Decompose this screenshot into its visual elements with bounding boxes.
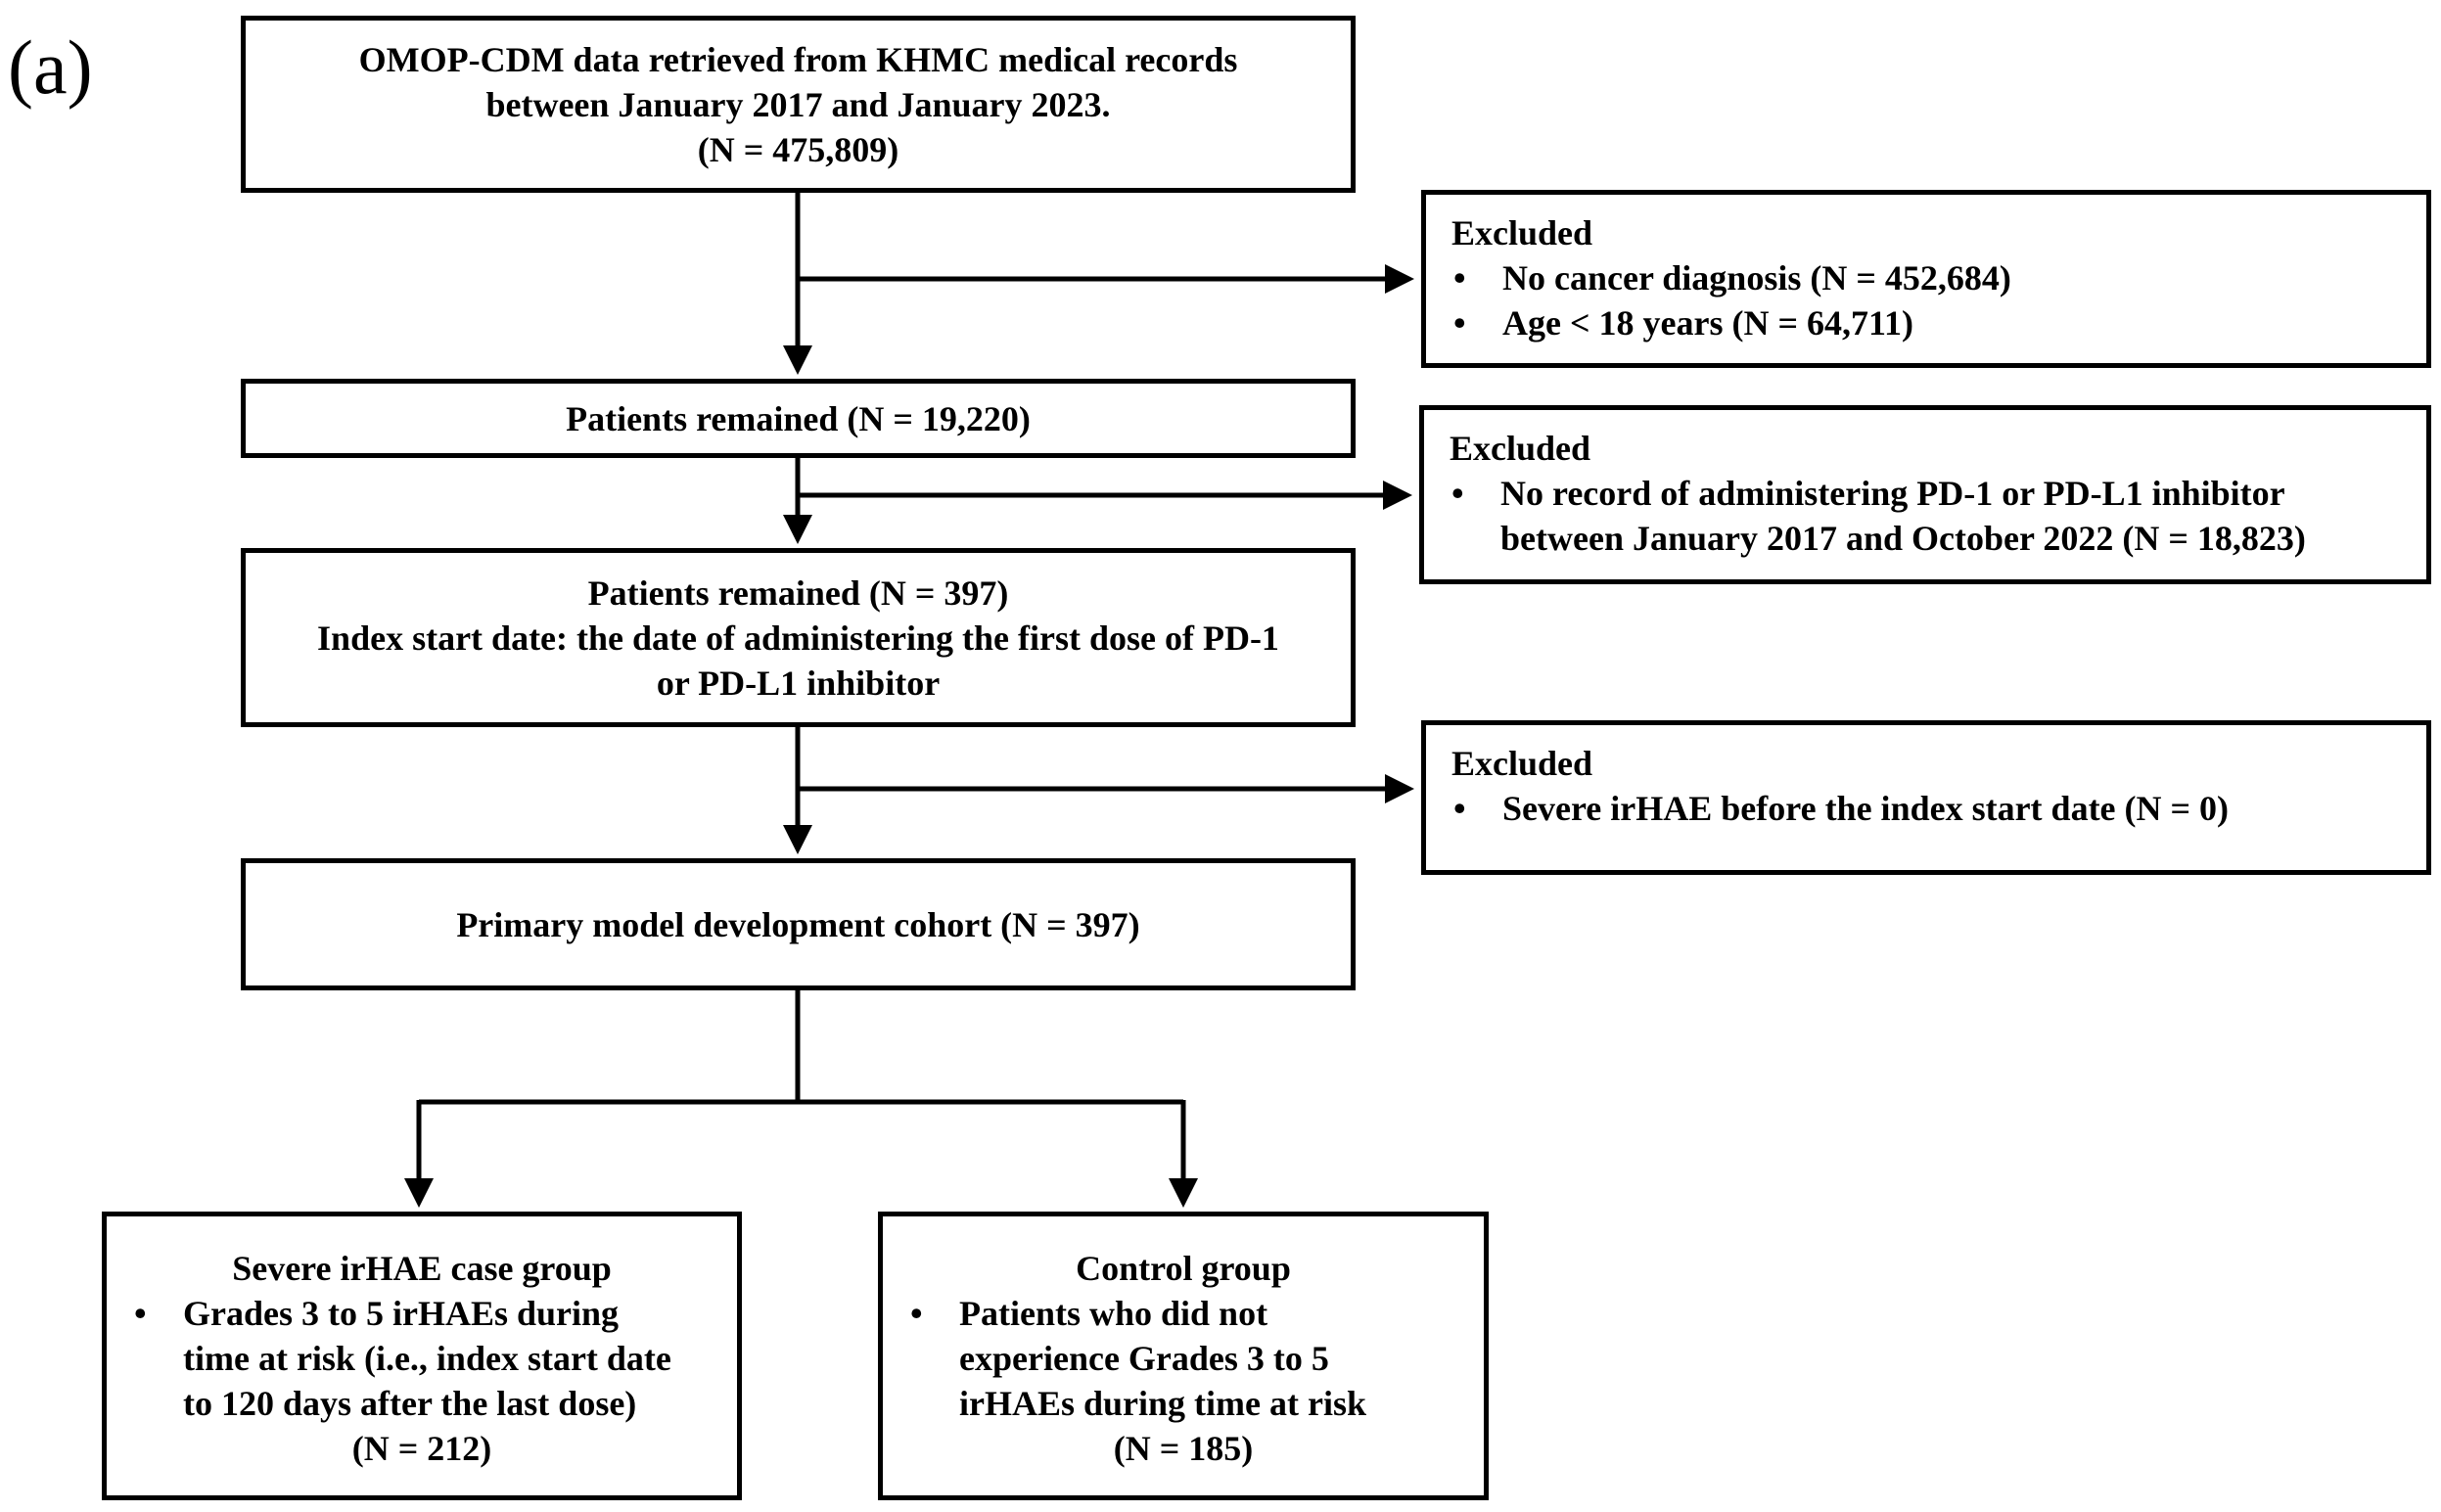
index-date-text: or PD-L1 inhibitor (656, 663, 941, 703)
control-group-criteria-text: Patients who did not (959, 1294, 1268, 1333)
bullet-icon: • (1453, 258, 1466, 298)
index-date-text: Index start date: the date of administer… (317, 618, 1279, 658)
patients-remained-box-1: Patients remained (N = 19,220) (241, 379, 1356, 458)
control-group-box: Control group • Patients who did not exp… (878, 1212, 1489, 1500)
control-group-criteria-text: experience Grades 3 to 5 (959, 1339, 1329, 1378)
exclusion-item-text: No cancer diagnosis (N = 452,684) (1502, 258, 2011, 298)
control-group-criteria: • Patients who did not experience Grades… (883, 1291, 1484, 1426)
control-group-criteria-text: irHAEs during time at risk (959, 1384, 1367, 1423)
bullet-icon: • (1451, 474, 1464, 513)
patients-remained-text: Patients remained (N = 19,220) (566, 398, 1031, 438)
bullet-icon: • (910, 1294, 923, 1333)
exclusion-item-text: between January 2017 and October 2022 (N… (1500, 519, 2306, 558)
development-cohort-box: Primary model development cohort (N = 39… (241, 858, 1356, 990)
patients-remained-box-2: Patients remained (N = 397) Index start … (241, 548, 1356, 727)
exclusion-item: • No record of administering PD-1 or PD-… (1450, 471, 2426, 561)
exclusion-item: • Severe irHAE before the index start da… (1451, 786, 2426, 831)
source-data-line: (N = 475,809) (697, 129, 899, 169)
exclusion-heading: Excluded (1451, 744, 1593, 783)
case-group-criteria-text: time at risk (i.e., index start date (183, 1339, 671, 1378)
exclusion-heading: Excluded (1451, 213, 1593, 252)
panel-label: (a) (8, 24, 93, 110)
case-group-criteria: • Grades 3 to 5 irHAEs during time at ri… (107, 1291, 737, 1426)
exclusion-item: • No cancer diagnosis (N = 452,684) (1451, 255, 2426, 300)
case-group-criteria-text: to 120 days after the last dose) (183, 1384, 637, 1423)
bullet-icon: • (134, 1294, 147, 1333)
patients-remained-text: Patients remained (N = 397) (587, 573, 1009, 613)
case-group-box: Severe irHAE case group • Grades 3 to 5 … (102, 1212, 742, 1500)
exclusion-box-3: Excluded • Severe irHAE before the index… (1421, 720, 2431, 875)
source-data-line: between January 2017 and January 2023. (485, 84, 1111, 124)
exclusion-item-text: Age < 18 years (N = 64,711) (1502, 303, 1913, 343)
case-group-count: (N = 212) (351, 1429, 492, 1468)
source-data-line: OMOP-CDM data retrieved from KHMC medica… (358, 39, 1238, 79)
exclusion-box-1: Excluded • No cancer diagnosis (N = 452,… (1421, 190, 2431, 368)
control-group-count: (N = 185) (1113, 1429, 1254, 1468)
exclusion-box-2: Excluded • No record of administering PD… (1419, 405, 2431, 584)
control-group-heading: Control group (1076, 1249, 1291, 1288)
exclusion-item: • Age < 18 years (N = 64,711) (1451, 300, 2426, 345)
exclusion-item-text: Severe irHAE before the index start date… (1502, 789, 2230, 828)
development-cohort-text: Primary model development cohort (N = 39… (456, 904, 1140, 944)
case-group-criteria-text: Grades 3 to 5 irHAEs during (183, 1294, 620, 1333)
bullet-icon: • (1453, 789, 1466, 828)
source-data-box: OMOP-CDM data retrieved from KHMC medica… (241, 16, 1356, 193)
case-group-heading: Severe irHAE case group (232, 1249, 612, 1288)
exclusion-item-text: No record of administering PD-1 or PD-L1… (1500, 474, 2285, 513)
bullet-icon: • (1453, 303, 1466, 343)
exclusion-heading: Excluded (1450, 429, 1591, 468)
